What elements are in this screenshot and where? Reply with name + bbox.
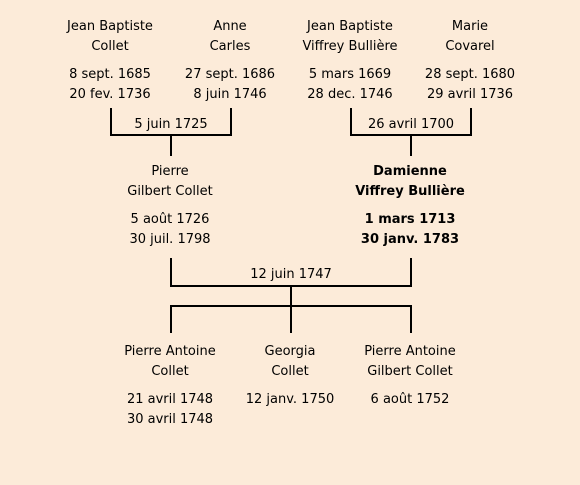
birth-date: 1 mars 1713	[364, 212, 456, 227]
marriage-date-collet-carles: 5 juin 1725	[134, 117, 208, 132]
person-name: Covarel	[445, 39, 495, 54]
person-name: Viffrey Bullière	[302, 39, 398, 54]
person-name: Carles	[209, 39, 251, 54]
death-date: 29 avril 1736	[426, 87, 514, 102]
person-pierre-antoine-gilbert-collet[interactable]: Pierre Antoine Gilbert Collet 6 août 175…	[340, 342, 480, 410]
birth-date: 8 sept. 1685	[69, 67, 151, 82]
birth-date: 5 mars 1669	[308, 67, 392, 82]
death-date: 30 avril 1748	[126, 412, 214, 427]
person-name: Anne	[213, 19, 247, 34]
person-name: Collet	[151, 364, 189, 379]
person-name: Viffrey Bullière	[355, 184, 465, 199]
marriage-date-viffrey-covarel: 26 avril 1700	[367, 117, 455, 132]
person-georgia-collet[interactable]: Georgia Collet 12 janv. 1750	[220, 342, 360, 410]
birth-date: 6 août 1752	[370, 392, 450, 407]
person-marie-covarel[interactable]: Marie Covarel 28 sept. 1680 29 avril 173…	[400, 17, 540, 105]
person-name: Damienne	[373, 164, 447, 179]
person-name: Collet	[271, 364, 309, 379]
person-name: Pierre Antoine	[124, 344, 216, 359]
person-name: Pierre	[151, 164, 189, 179]
birth-date: 28 sept. 1680	[424, 67, 516, 82]
birth-date: 5 août 1726	[130, 212, 210, 227]
person-name: Jean Baptiste	[67, 19, 153, 34]
person-jean-baptiste-viffrey[interactable]: Jean Baptiste Viffrey Bullière 5 mars 16…	[280, 17, 420, 105]
person-name: Marie	[451, 19, 489, 34]
death-date: 28 dec. 1746	[307, 87, 393, 102]
person-name: Collet	[91, 39, 129, 54]
person-name: Gilbert Collet	[367, 364, 453, 379]
person-name: Gilbert Collet	[127, 184, 213, 199]
person-anne-carles[interactable]: Anne Carles 27 sept. 1686 8 juin 1746	[160, 17, 300, 105]
person-pierre-antoine-collet[interactable]: Pierre Antoine Collet 21 avril 1748 30 a…	[100, 342, 240, 430]
person-name: Pierre Antoine	[364, 344, 456, 359]
person-name: Jean Baptiste	[307, 19, 393, 34]
person-damienne-viffrey-bulliere[interactable]: Damienne Viffrey Bullière 1 mars 1713 30…	[340, 162, 480, 250]
birth-date: 12 janv. 1750	[245, 392, 335, 407]
death-date: 8 juin 1746	[193, 87, 267, 102]
death-date: 20 fev. 1736	[69, 87, 151, 102]
birth-date: 21 avril 1748	[126, 392, 214, 407]
person-jean-baptiste-collet[interactable]: Jean Baptiste Collet 8 sept. 1685 20 fev…	[40, 17, 180, 105]
person-pierre-gilbert-collet[interactable]: Pierre Gilbert Collet 5 août 1726 30 jui…	[100, 162, 240, 250]
birth-date: 27 sept. 1686	[184, 67, 276, 82]
person-name: Georgia	[264, 344, 316, 359]
death-date: 30 janv. 1783	[360, 232, 460, 247]
marriage-date-pierre-damienne: 12 juin 1747	[250, 267, 332, 282]
death-date: 30 juil. 1798	[129, 232, 211, 247]
